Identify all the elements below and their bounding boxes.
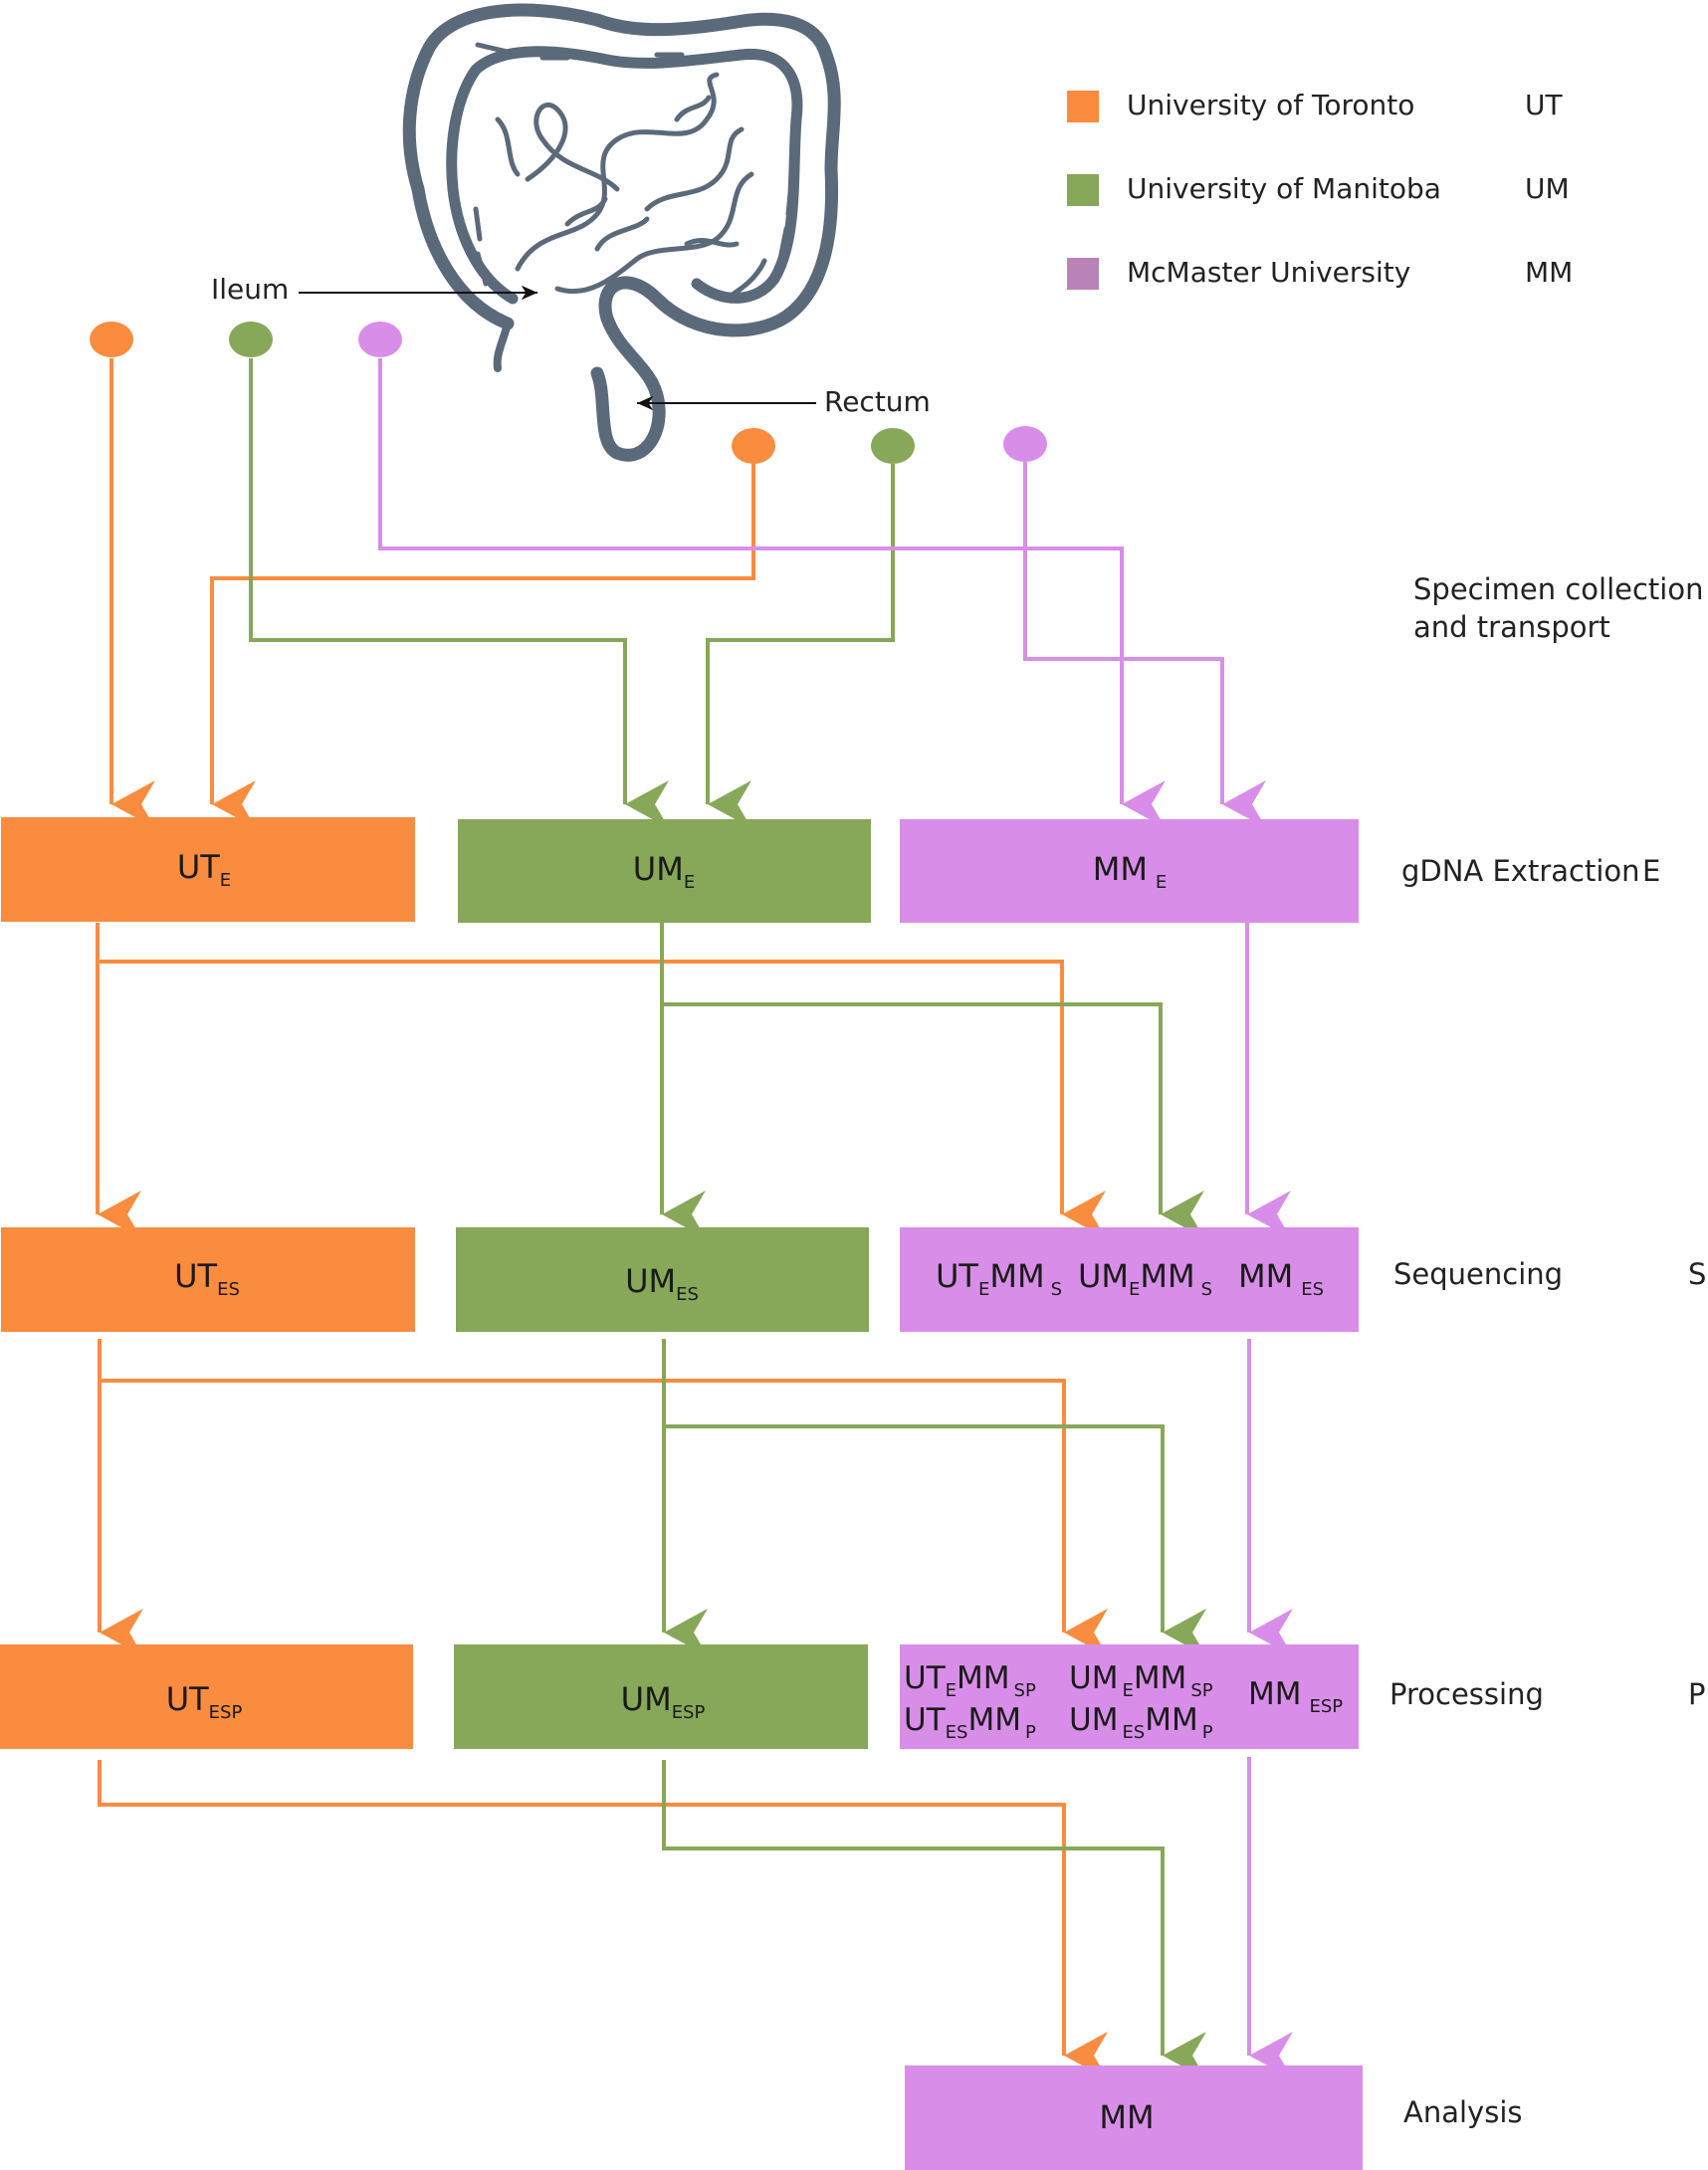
legend-abbr-ut: UT <box>1525 89 1563 121</box>
extraction-to-sequencing-lines <box>96 923 1291 1238</box>
specimen-dot-ileum-mm <box>358 322 402 357</box>
box-ut-extraction <box>1 817 415 922</box>
stage-analysis: Analysis <box>1403 2095 1522 2129</box>
box-ut-processing <box>0 1644 413 1749</box>
box-mm-analysis <box>905 2065 1363 2170</box>
box-um-sequencing <box>456 1227 869 1332</box>
box-um-processing <box>454 1644 868 1749</box>
box-ut-sequencing <box>1 1227 415 1332</box>
stage-extraction-code: E <box>1642 854 1660 888</box>
specimen-dot-rectum-um <box>871 428 915 464</box>
processing-to-analysis-lines <box>98 1757 1293 2079</box>
box-mm-extraction <box>900 819 1359 923</box>
stage-collection-line1: Specimen collection <box>1413 572 1704 606</box>
legend-abbr-um: UM <box>1525 172 1570 205</box>
stage-collection-line2: and transport <box>1413 610 1610 644</box>
legend-name-ut: University of Toronto <box>1127 89 1414 121</box>
specimen-dot-ileum-um <box>229 322 273 357</box>
specimen-dot-rectum-mm <box>1003 426 1047 462</box>
box-ut-sequencing-label: UTES <box>174 1257 240 1300</box>
box-um-processing-label: UMESP <box>621 1680 706 1723</box>
box-um-extraction-label: UME <box>633 850 695 893</box>
legend-swatch-ut <box>1067 91 1099 122</box>
box-um-sequencing-label: UMES <box>625 1262 699 1305</box>
box-mm-sequencing <box>900 1227 1359 1332</box>
legend: University of Toronto UT University of M… <box>1067 89 1573 290</box>
legend-name-um: University of Manitoba <box>1127 172 1441 205</box>
ileum-label: Ileum <box>211 273 289 306</box>
transport-lines <box>109 358 1266 828</box>
box-um-extraction <box>458 819 871 923</box>
rectum-label: Rectum <box>824 385 931 418</box>
stage-sequencing: Sequencing <box>1393 1257 1563 1291</box>
stage-sequencing-code: S <box>1688 1257 1706 1291</box>
box-ut-extraction-label: UTE <box>177 848 231 891</box>
legend-name-mm: McMaster University <box>1127 256 1410 289</box>
stage-extraction: gDNA Extraction <box>1401 854 1640 888</box>
specimen-dot-ileum-ut <box>90 322 133 357</box>
box-ut-processing-label: UTESP <box>166 1680 243 1723</box>
sequencing-to-processing-lines <box>98 1339 1293 1656</box>
specimen-dot-rectum-ut <box>732 428 775 464</box>
stage-processing-code: P <box>1688 1677 1706 1711</box>
box-mm-processing <box>900 1644 1359 1749</box>
box-mm-analysis-label: MM <box>1099 2098 1154 2136</box>
stage-processing: Processing <box>1389 1677 1544 1711</box>
intestine-illustration <box>402 3 841 462</box>
legend-swatch-mm <box>1067 258 1099 290</box>
legend-abbr-mm: MM <box>1525 256 1573 289</box>
legend-swatch-um <box>1067 174 1099 206</box>
